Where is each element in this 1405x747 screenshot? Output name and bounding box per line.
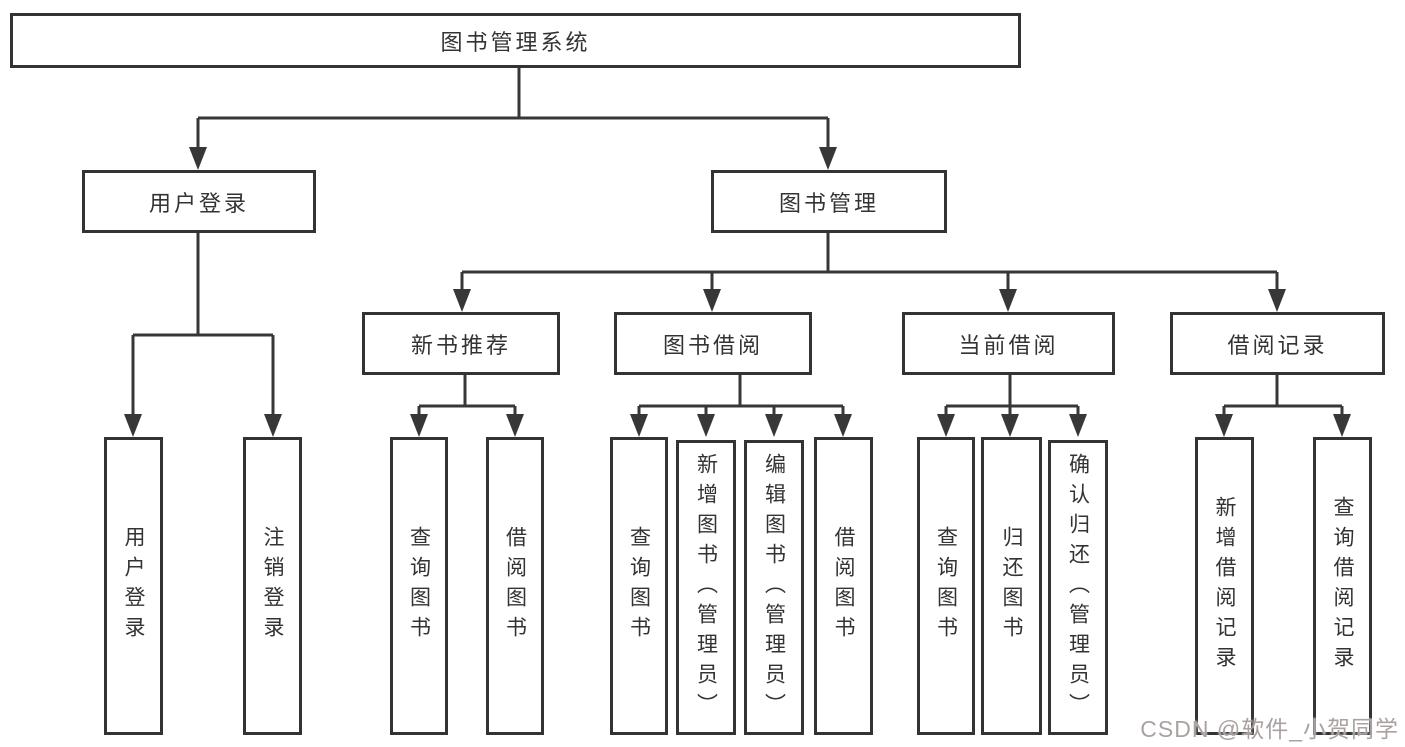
leaf-query-books-3: 查询图书 xyxy=(917,437,975,735)
connector-current-borrow-children xyxy=(944,375,1080,416)
node-book-borrow: 图书借阅 xyxy=(614,312,812,375)
leaf-logout-label: 注销登录 xyxy=(261,526,284,646)
node-root: 图书管理系统 xyxy=(10,13,1021,68)
watermark: CSDN @软件_小贺同学 xyxy=(1140,716,1399,742)
leaf-query-books-3-label: 查询图书 xyxy=(934,526,958,646)
arrowhead xyxy=(1215,414,1233,437)
arrowhead xyxy=(1069,414,1087,437)
leaf-query-borrow-record: 查询借阅记录 xyxy=(1313,437,1372,735)
arrowhead xyxy=(999,289,1017,312)
arrowhead xyxy=(819,147,837,170)
arrowhead xyxy=(1333,414,1351,437)
node-book-borrow-label: 图书借阅 xyxy=(662,332,763,358)
leaf-query-books-1: 查询图书 xyxy=(390,437,448,735)
leaf-add-borrow-record: 新增借阅记录 xyxy=(1195,437,1254,735)
leaf-add-book-admin: 新增图书（管理员） xyxy=(676,440,736,735)
node-book-mgmt: 图书管理 xyxy=(711,170,947,233)
arrowhead xyxy=(410,414,428,437)
leaf-query-books-2-label: 查询图书 xyxy=(627,526,651,646)
arrowhead xyxy=(1001,414,1019,437)
leaf-borrow-books-2: 借阅图书 xyxy=(814,437,873,735)
leaf-logout: 注销登录 xyxy=(243,437,302,735)
leaf-edit-book-admin-label: 编辑图书（管理员） xyxy=(762,452,786,723)
arrowhead xyxy=(937,414,955,437)
node-user-login: 用户登录 xyxy=(82,170,316,233)
arrowhead xyxy=(189,147,207,170)
node-borrow-records-label: 借阅记录 xyxy=(1227,332,1328,358)
leaf-user-login: 用户登录 xyxy=(104,437,163,735)
node-new-book-rec-label: 新书推荐 xyxy=(410,332,511,358)
leaf-query-books-2: 查询图书 xyxy=(610,437,668,735)
connector-new-book-rec-children xyxy=(417,375,517,416)
leaf-edit-book-admin: 编辑图书（管理员） xyxy=(744,440,804,735)
connector-book-borrow-children xyxy=(637,375,845,416)
leaf-borrow-books-1-label: 借阅图书 xyxy=(503,526,527,646)
leaf-return-books: 归还图书 xyxy=(981,437,1042,735)
node-book-mgmt-label: 图书管理 xyxy=(778,190,879,216)
leaf-confirm-return-admin: 确认归还（管理员） xyxy=(1048,440,1108,735)
leaf-borrow-books-2-label: 借阅图书 xyxy=(832,526,855,646)
connector-root-to-level2 xyxy=(196,68,830,149)
leaf-borrow-books-1: 借阅图书 xyxy=(486,437,544,735)
arrowhead xyxy=(765,414,783,437)
arrowhead xyxy=(506,414,524,437)
arrowhead xyxy=(697,414,715,437)
leaf-query-books-1-label: 查询图书 xyxy=(407,526,431,646)
leaf-query-borrow-record-label: 查询借阅记录 xyxy=(1331,496,1354,676)
arrowhead xyxy=(264,414,282,437)
leaf-user-login-label: 用户登录 xyxy=(122,526,145,646)
arrowhead xyxy=(703,289,721,312)
leaf-add-borrow-record-label: 新增借阅记录 xyxy=(1213,496,1236,676)
connector-user-login-children xyxy=(131,233,275,416)
leaf-add-book-admin-label: 新增图书（管理员） xyxy=(694,452,718,723)
node-new-book-rec: 新书推荐 xyxy=(362,312,560,375)
connector-borrow-records-children xyxy=(1222,375,1344,416)
arrowhead xyxy=(453,289,471,312)
connector-book-mgmt-children xyxy=(460,233,1279,291)
arrowhead xyxy=(124,414,142,437)
node-current-borrow-label: 当前借阅 xyxy=(958,332,1059,358)
node-user-login-label: 用户登录 xyxy=(148,190,249,216)
leaf-confirm-return-admin-label: 确认归还（管理员） xyxy=(1066,452,1090,723)
node-borrow-records: 借阅记录 xyxy=(1170,312,1385,375)
node-root-label: 图书管理系统 xyxy=(440,29,591,55)
arrowhead xyxy=(630,414,648,437)
node-current-borrow: 当前借阅 xyxy=(902,312,1115,375)
leaf-return-books-label: 归还图书 xyxy=(1000,526,1023,646)
arrowhead xyxy=(834,414,852,437)
arrowhead xyxy=(1268,289,1286,312)
